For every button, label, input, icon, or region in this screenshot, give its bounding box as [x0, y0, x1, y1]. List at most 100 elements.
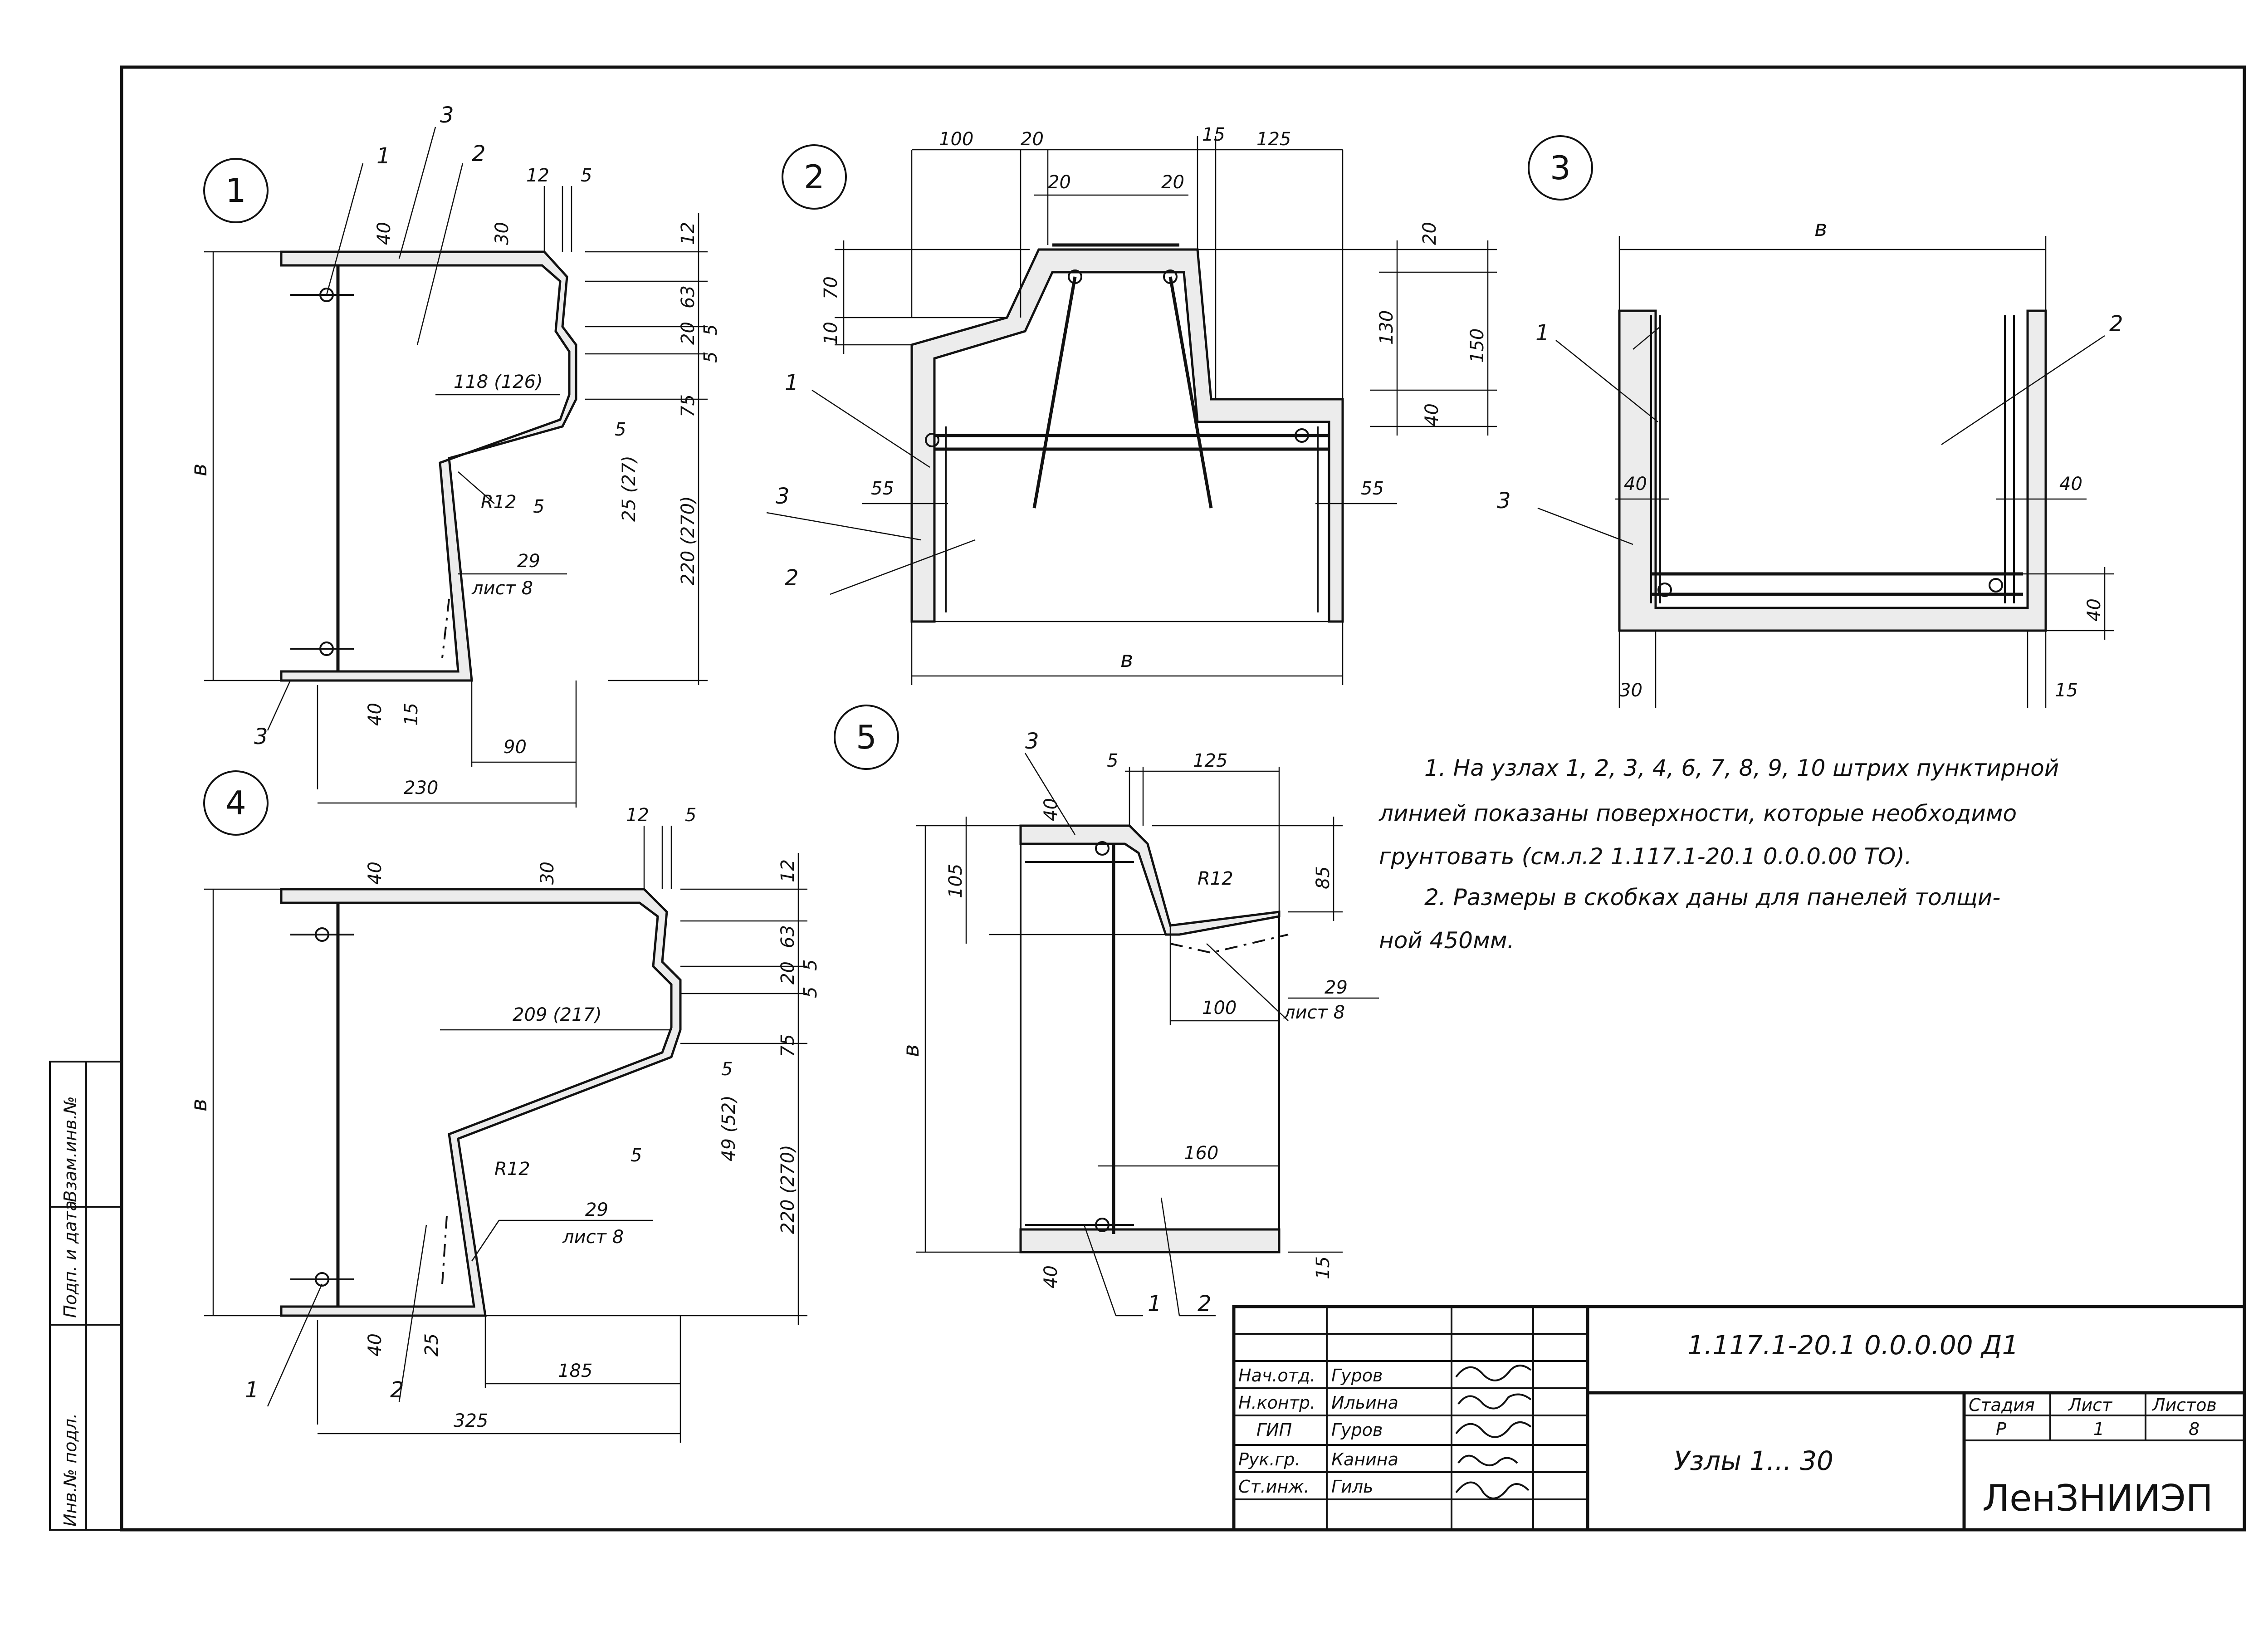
svg-text:29: 29: [1325, 977, 1348, 998]
note-line-3: грунтовать (см.л.2 1.117.1-20.1 0.0.0.00…: [1379, 843, 1912, 870]
name-0: Гуров: [1331, 1366, 1383, 1386]
svg-text:2: 2: [1198, 1291, 1212, 1317]
sheet-title: Узлы 1... 30: [1674, 1445, 1833, 1476]
svg-text:63: 63: [777, 925, 798, 948]
svg-text:30: 30: [492, 222, 513, 245]
svg-text:40: 40: [2084, 598, 2105, 622]
svg-text:40: 40: [374, 222, 395, 245]
svg-text:130: 130: [1376, 310, 1397, 345]
svg-text:3: 3: [440, 103, 454, 128]
svg-text:40: 40: [365, 1333, 386, 1356]
svg-text:2: 2: [472, 141, 486, 166]
note-line-2: линией показаны поверхности, которые нео…: [1378, 800, 2017, 827]
svg-text:12: 12: [678, 222, 699, 245]
svg-text:30: 30: [1619, 680, 1642, 701]
sheets-header: Листов: [2151, 1395, 2217, 1415]
svg-text:20: 20: [1048, 172, 1071, 193]
svg-text:105: 105: [945, 864, 966, 898]
doc-code: 1.117.1-20.1 0.0.0.00 Д1: [1687, 1330, 2019, 1361]
svg-text:185: 185: [558, 1361, 592, 1381]
svg-text:100: 100: [939, 129, 973, 150]
svg-text:лист 8: лист 8: [1283, 1002, 1345, 1023]
svg-text:1: 1: [245, 1377, 259, 1403]
sheet-header: Лист: [2068, 1395, 2113, 1415]
svg-text:25: 25: [421, 1333, 442, 1356]
name-1: Ильина: [1331, 1393, 1398, 1413]
svg-text:лист 8: лист 8: [471, 578, 533, 599]
svg-text:160: 160: [1184, 1143, 1218, 1164]
svg-text:40: 40: [365, 862, 386, 885]
role-2: ГИП: [1256, 1420, 1292, 1440]
svg-text:20: 20: [1021, 129, 1044, 150]
svg-text:125: 125: [1193, 750, 1227, 771]
name-2: Гуров: [1331, 1420, 1383, 1440]
svg-text:12: 12: [777, 859, 798, 882]
stage-value: Р: [1996, 1419, 2006, 1439]
svg-text:40: 40: [1041, 798, 1061, 821]
sheet-frame: [120, 65, 2246, 1532]
node-1: 1 в 12 63 20 5 5 75 5 25 (27) 220 (270) …: [186, 103, 721, 808]
svg-text:лист 8: лист 8: [562, 1227, 624, 1248]
svg-text:15: 15: [401, 703, 422, 726]
svg-text:5: 5: [700, 352, 721, 363]
svg-text:5: 5: [800, 987, 821, 998]
svg-text:40: 40: [2059, 474, 2082, 495]
svg-text:1: 1: [1535, 320, 1549, 346]
node-1-side-b: в: [186, 464, 212, 476]
svg-text:125: 125: [1256, 129, 1291, 150]
svg-text:3: 3: [1550, 149, 1571, 187]
svg-text:40: 40: [1624, 474, 1647, 495]
svg-text:5: 5: [631, 1145, 642, 1166]
node-1-concrete-section: [280, 250, 577, 682]
svg-text:5: 5: [533, 496, 544, 517]
svg-text:5: 5: [615, 419, 626, 440]
svg-text:15: 15: [2055, 680, 2078, 701]
role-1: Н.контр.: [1238, 1393, 1315, 1413]
node-5-concrete-top: [1019, 824, 1281, 936]
node-4: 4 в 12 63 20 5 5 75 5 49 (52) 220 (270) …: [186, 770, 821, 1443]
note-line-5: ной 450мм.: [1379, 927, 1514, 954]
svg-text:29: 29: [585, 1200, 608, 1220]
svg-text:5: 5: [721, 1059, 733, 1080]
svg-text:10: 10: [821, 322, 841, 345]
svg-text:4: 4: [225, 784, 246, 822]
svg-text:70: 70: [821, 276, 841, 299]
svg-text:2: 2: [390, 1377, 404, 1403]
svg-text:в: в: [1814, 216, 1827, 241]
vzam-inv-label: Взам.инв.№: [60, 1096, 80, 1202]
node-2-marker: [782, 144, 847, 210]
organization: ЛенЗНИИЭП: [1982, 1477, 2213, 1519]
svg-text:5: 5: [700, 324, 721, 336]
svg-text:220 (270): 220 (270): [777, 1145, 798, 1234]
svg-text:5: 5: [1107, 750, 1118, 771]
svg-text:5: 5: [581, 165, 592, 186]
svg-text:150: 150: [1467, 328, 1488, 363]
svg-text:в: в: [899, 1044, 924, 1057]
svg-text:5: 5: [685, 805, 696, 826]
svg-text:R12: R12: [494, 1159, 530, 1180]
side-strip: Инв.№ подл. Подп. и дата Взам.инв.№: [49, 1061, 122, 1531]
svg-text:40: 40: [365, 703, 386, 726]
svg-text:220 (270): 220 (270): [678, 496, 699, 585]
node-1-number: 1: [225, 171, 246, 210]
svg-text:20: 20: [777, 961, 798, 984]
svg-text:55: 55: [871, 478, 894, 499]
svg-text:29: 29: [517, 551, 540, 572]
node-4-marker: [203, 770, 269, 836]
svg-text:100: 100: [1202, 998, 1237, 1018]
svg-text:2: 2: [785, 565, 799, 591]
node-5-concrete-bottom: [1019, 1228, 1281, 1253]
svg-text:2: 2: [804, 158, 825, 196]
name-3: Канина: [1331, 1449, 1398, 1469]
svg-text:12: 12: [626, 805, 649, 826]
svg-text:1: 1: [1148, 1291, 1162, 1317]
node-5: 5 в 105 40 5 125 85 R12 100 29: [834, 705, 1379, 1317]
svg-text:в: в: [1120, 647, 1133, 672]
svg-text:3: 3: [776, 484, 790, 509]
svg-text:1: 1: [785, 370, 799, 396]
node-4-concrete-section: [280, 888, 682, 1317]
node-3: 3 в 40 40 40 30 15 1 2 3: [1497, 135, 2123, 708]
sheet-value: 1: [2093, 1419, 2104, 1439]
stage-header: Стадия: [1969, 1395, 2035, 1415]
